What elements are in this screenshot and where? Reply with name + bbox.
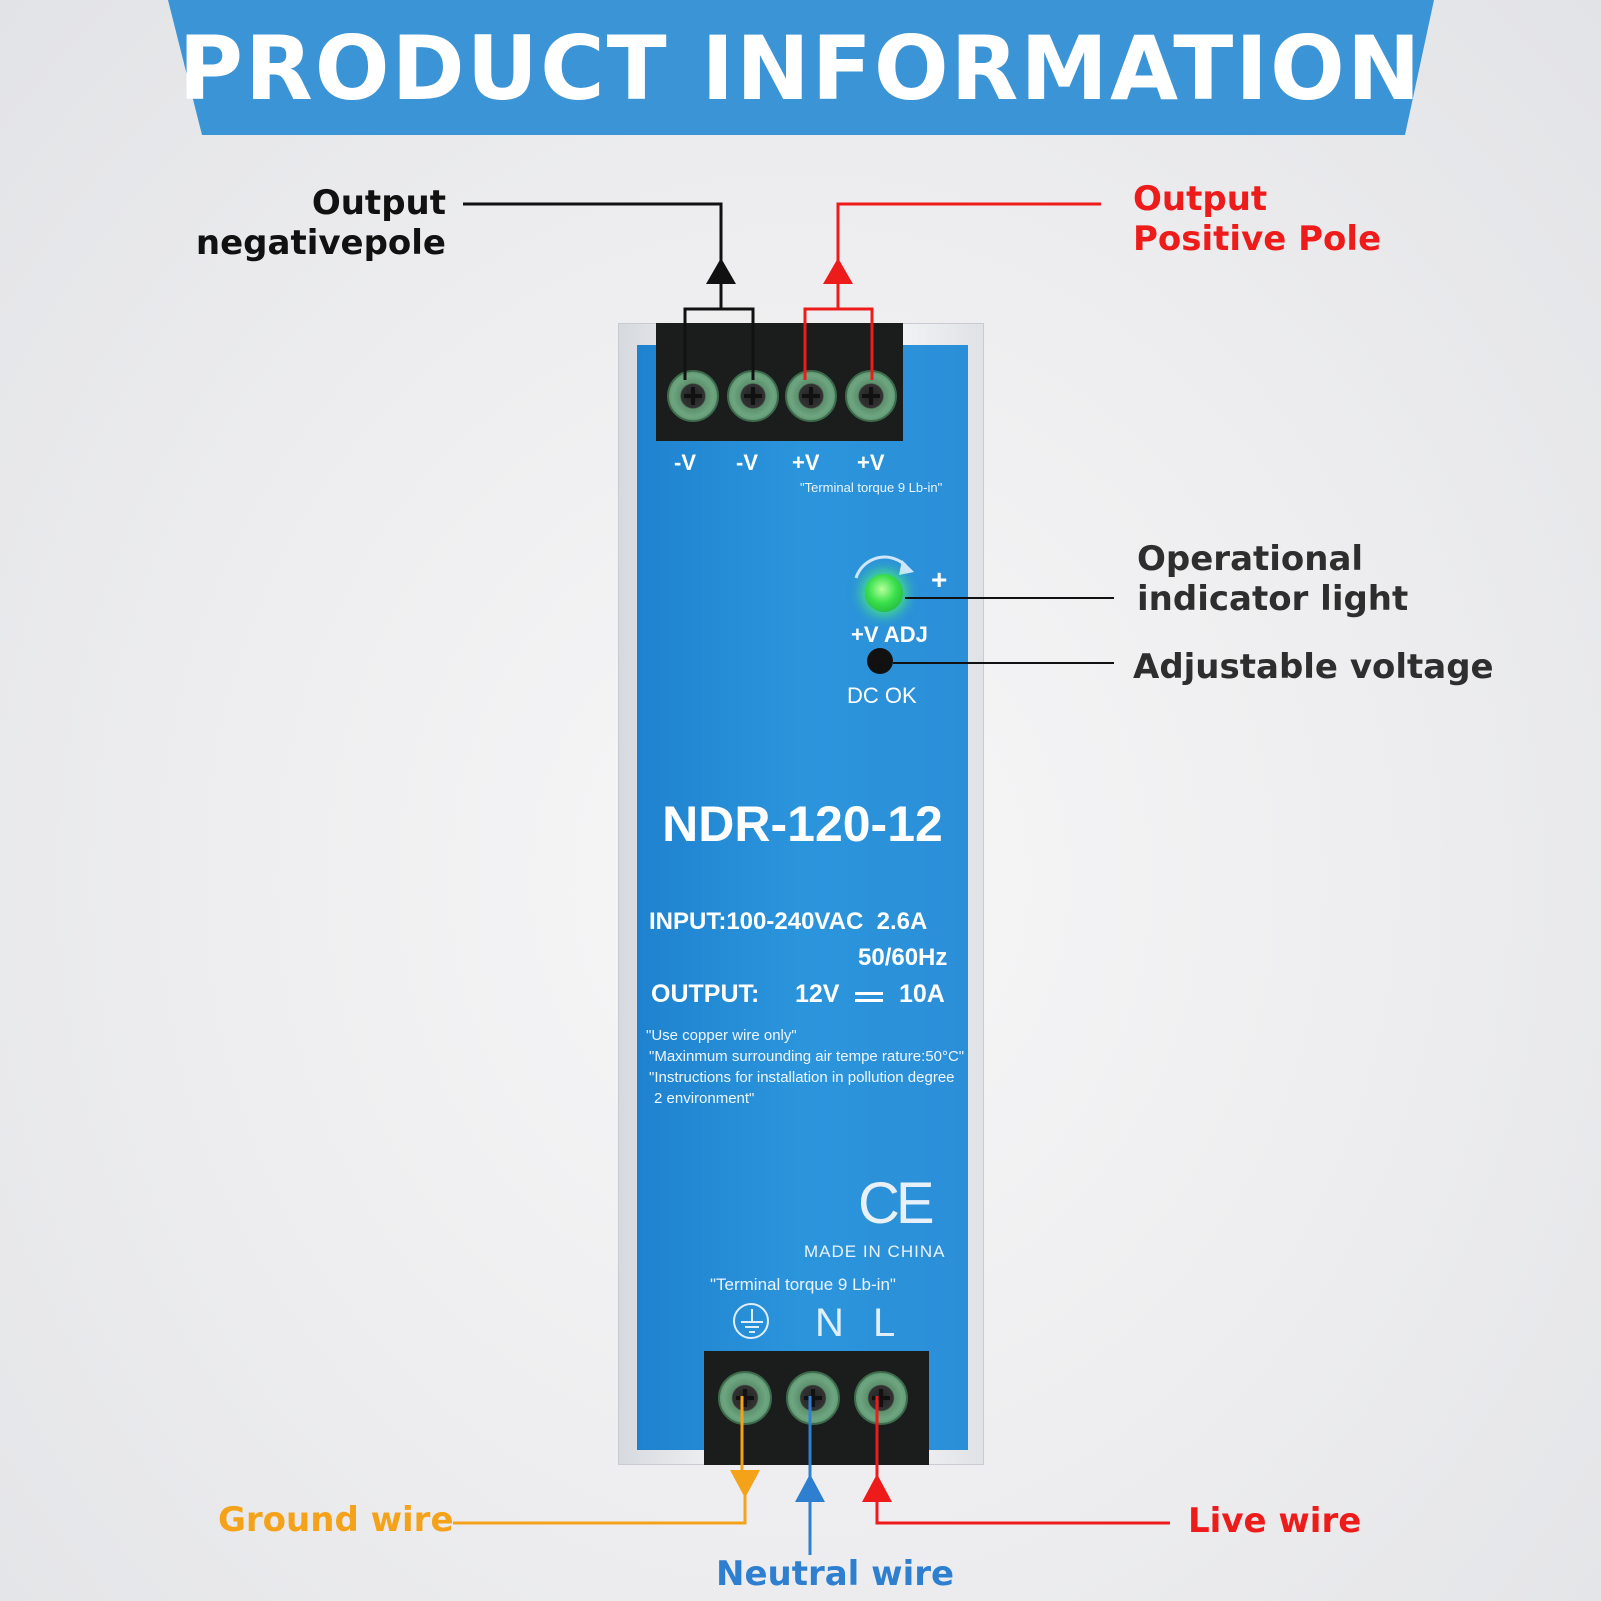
note-line: 2 environment" — [654, 1090, 755, 1107]
callout-line: Output — [311, 183, 446, 223]
voltage-adjust-icon[interactable] — [867, 648, 893, 674]
ground-symbol-icon — [733, 1303, 769, 1339]
live-terminal-label: L — [873, 1301, 896, 1345]
made-in-label: MADE IN CHINA — [804, 1242, 946, 1261]
note-line: "Maxinmum surrounding air tempe rature:5… — [649, 1048, 965, 1065]
negative-leader-line — [463, 202, 755, 380]
live-leader-line — [875, 1396, 1170, 1525]
terminal-screw-icon — [854, 1371, 908, 1425]
live-arrow-icon — [862, 1474, 892, 1502]
input-frequency: 50/60Hz — [858, 944, 948, 971]
top-torque-note: "Terminal torque 9 Lb-in" — [800, 480, 943, 495]
dc-symbol-icon — [855, 992, 883, 1002]
bottom-torque-note: "Terminal torque 9 Lb-in" — [710, 1275, 896, 1294]
banner-shape — [168, 0, 1434, 135]
output-negative-callout: Output negativepole — [180, 183, 446, 263]
model-number: NDR-120-12 — [662, 796, 943, 852]
adjust-plus-label: + — [931, 564, 948, 595]
output-label: OUTPUT: — [651, 980, 760, 1008]
led-indicator-icon — [865, 574, 903, 612]
adjustable-voltage-callout: Adjustable voltage — [1133, 647, 1494, 687]
terminal-screw-icon — [718, 1371, 772, 1425]
indicator-callout: Operational indicator light — [1137, 539, 1408, 619]
callout-line: negativepole — [195, 223, 446, 263]
negative-arrow-icon — [706, 258, 736, 284]
page-title: PRODUCT INFORMATION — [178, 17, 1423, 120]
output-voltage: 12V — [795, 980, 840, 1008]
callout-line: Operational — [1137, 539, 1364, 579]
terminal-screw-icon — [667, 370, 719, 422]
terminal-label-pos-1: +V — [792, 450, 820, 475]
live-wire-callout: Live wire — [1188, 1501, 1362, 1541]
ground-wire-callout: Ground wire — [218, 1500, 454, 1540]
output-current: 10A — [899, 980, 945, 1008]
terminal-screw-icon — [786, 1371, 840, 1425]
notes-block: "Use copper wire only" "Maxinmum surroun… — [646, 1025, 966, 1109]
callout-line: Output — [1133, 179, 1268, 219]
neutral-arrow-icon — [795, 1474, 825, 1502]
note-line: "Use copper wire only" — [646, 1027, 797, 1044]
callout-line: indicator light — [1137, 579, 1409, 619]
terminal-label-pos-2: +V — [857, 450, 885, 475]
terminal-label-neg-2: -V — [736, 450, 758, 475]
power-supply-front-panel — [637, 345, 968, 1450]
positive-leader-line — [803, 202, 1101, 380]
note-line: "Instructions for installation in pollut… — [649, 1069, 955, 1086]
positive-arrow-icon — [823, 258, 853, 284]
input-spec: INPUT:100-240VAC 2.6A — [649, 908, 928, 935]
dc-ok-label: DC OK — [847, 683, 917, 708]
terminal-label-neg-1: -V — [674, 450, 696, 475]
title-banner: PRODUCT INFORMATION — [0, 0, 1601, 135]
output-positive-callout: Output Positive Pole — [1133, 179, 1381, 259]
ce-mark: CE — [858, 1171, 935, 1236]
terminal-screw-icon — [785, 370, 837, 422]
neutral-wire-callout: Neutral wire — [716, 1554, 955, 1594]
ground-leader-line — [453, 1396, 747, 1525]
neutral-terminal-label: N — [815, 1301, 844, 1345]
adjust-label: +V ADJ — [851, 622, 928, 647]
ground-arrow-icon — [730, 1470, 760, 1498]
callout-line: Positive Pole — [1133, 219, 1382, 259]
